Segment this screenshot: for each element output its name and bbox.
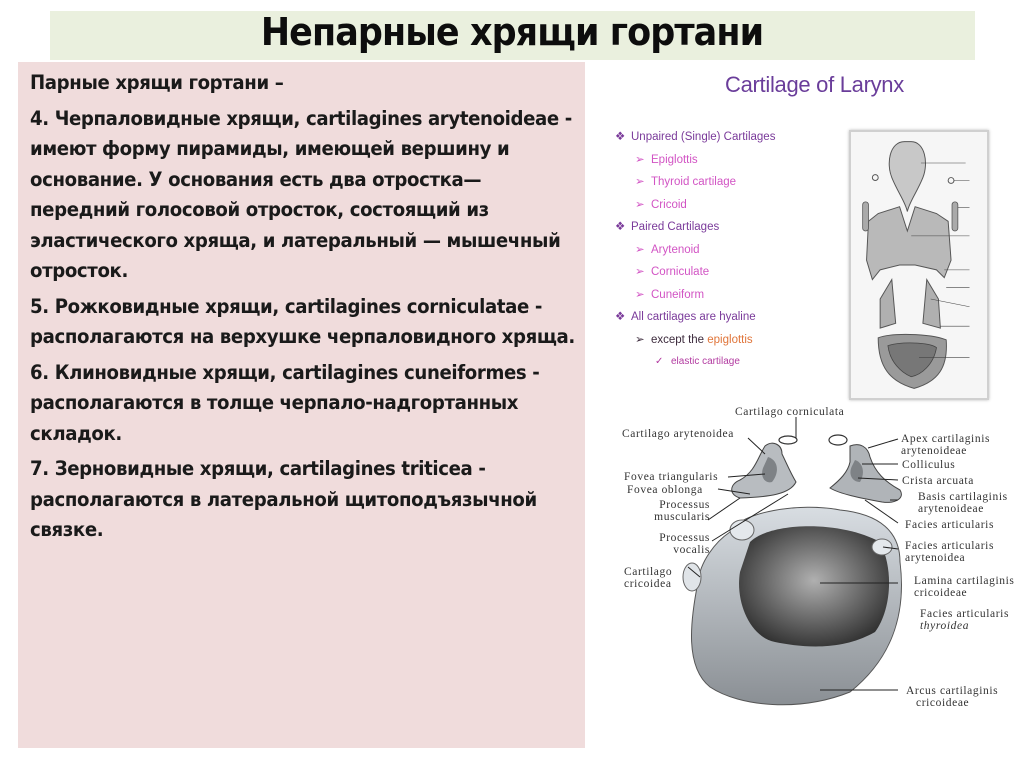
larynx-cartilage-diagram — [849, 130, 989, 400]
slide-title: Непарные хрящи гортани — [260, 10, 764, 54]
outline-item: ➢Thyroid cartilage — [615, 171, 855, 194]
outline-item: ❖Paired Cartilages — [615, 216, 855, 239]
text-box: Парные хрящи гортани – 4. Черпаловидные … — [18, 62, 585, 748]
label-cartilago-arytenoidea: Cartilago arytenoidea — [622, 428, 734, 440]
arrow-bullet-icon: ➢ — [635, 176, 645, 188]
figure-title: Cartilage of Larynx — [725, 72, 904, 97]
paragraph-arytenoid: 4. Черпаловидные хрящи, cartilagines ary… — [30, 106, 572, 283]
label-fovea-oblonga: Fovea oblonga — [627, 484, 703, 496]
paragraph-triticea: 7. Зерновидные хрящи, cartilagines triti… — [30, 457, 537, 541]
outline-item: ➢Corniculate — [615, 261, 855, 284]
arrow-bullet-icon: ➢ — [635, 243, 645, 256]
outline-item: ✓elastic cartilage — [615, 351, 855, 374]
cricoid-arytenoid-image — [682, 417, 902, 706]
title-band — [50, 11, 975, 60]
paragraph-corniculate: 5. Рожковидные хрящи, cartilagines corni… — [30, 294, 575, 349]
diamond-bullet-icon: ❖ — [615, 131, 626, 143]
outline-item: ❖Unpaired (Single) Cartilages — [615, 126, 855, 149]
arrow-bullet-icon: ➢ — [635, 333, 645, 346]
label-facies-articularis: Facies articularis — [905, 519, 995, 531]
outline-item: ❖All cartilages are hyaline — [615, 306, 855, 329]
arytenoid-cricoid-illustration: Cartilago corniculata Cartilago arytenoi… — [600, 402, 1024, 732]
check-bullet-icon: ✓ — [655, 356, 664, 367]
paragraph-cuneiform: 6. Клиновидные хрящи, cartilagines cunei… — [30, 360, 540, 445]
outline-item: ➢Epiglottis — [615, 149, 855, 172]
arrow-bullet-icon: ➢ — [635, 266, 645, 278]
cartilage-outline: ❖Unpaired (Single) Cartilages ➢Epiglotti… — [615, 126, 855, 374]
outline-item: ➢except the epiglottis — [615, 329, 855, 352]
arrow-bullet-icon: ➢ — [635, 198, 645, 211]
outline-item: ➢Cricoid — [615, 194, 855, 217]
label-crista-arcuata: Crista arcuata — [902, 475, 974, 487]
outline-item: ➢Arytenoid — [615, 239, 855, 262]
arrow-bullet-icon: ➢ — [635, 153, 645, 166]
label-cartilago-corniculata: Cartilago corniculata — [735, 406, 845, 418]
label-fovea-triangularis: Fovea triangularis — [624, 471, 719, 483]
diamond-bullet-icon: ❖ — [615, 311, 626, 323]
paragraph-heading: Парные хрящи гортани – — [30, 71, 284, 94]
arrow-bullet-icon: ➢ — [635, 288, 645, 301]
outline-item: ➢Cuneiform — [615, 284, 855, 307]
larynx-diagram-image — [862, 141, 970, 389]
diamond-bullet-icon: ❖ — [615, 221, 626, 233]
label-colliculus: Colliculus — [902, 459, 956, 471]
